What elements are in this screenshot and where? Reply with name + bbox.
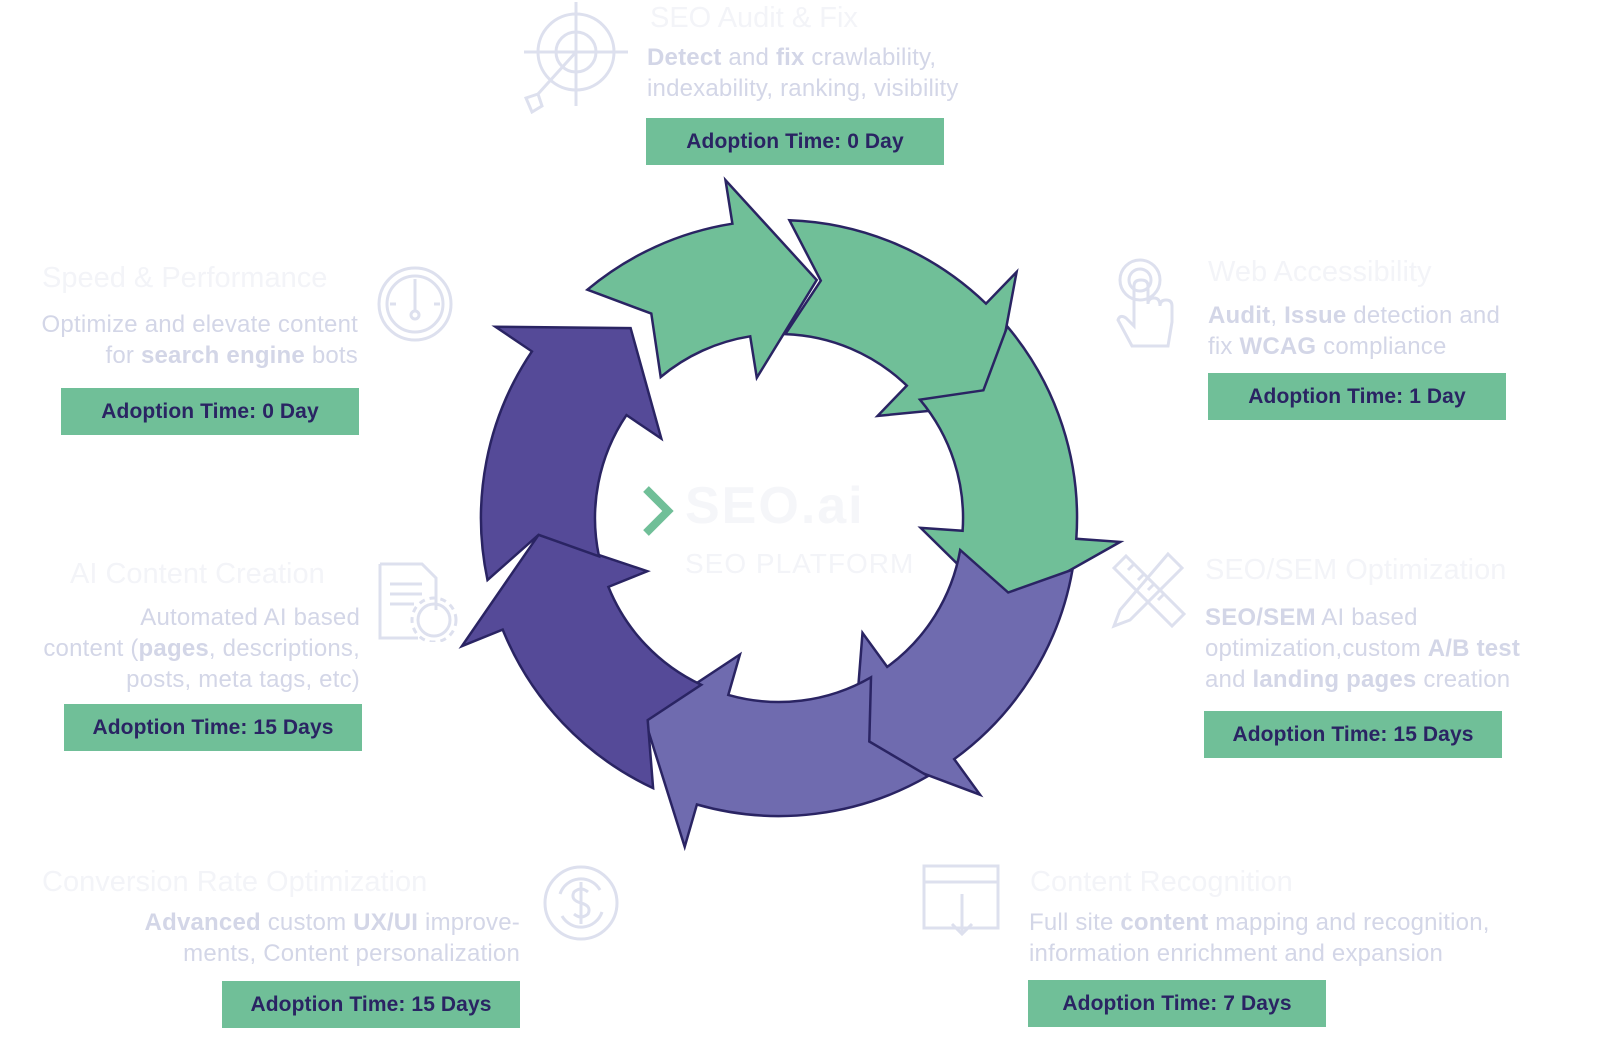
description-text: fix	[1208, 333, 1240, 360]
adoption-badge: Adoption Time: 15 Days	[222, 981, 520, 1028]
description-emphasis: landing pages	[1252, 666, 1417, 693]
description-text: , descriptions,	[208, 635, 360, 662]
description-emphasis: UX/UI	[353, 909, 419, 936]
description-line: optimization,custom A/B test	[1205, 633, 1597, 664]
cycle-arrow-7	[479, 325, 664, 583]
description-text: bots	[304, 342, 358, 369]
ai-document-icon	[378, 562, 458, 642]
ruler-pencil-icon	[1108, 550, 1188, 632]
center-logo: SEO.ai SEO PLATFORM	[630, 470, 960, 600]
description-text: custom	[260, 909, 354, 936]
description-text: for	[105, 342, 141, 369]
dollar-refresh-icon	[542, 864, 620, 942]
item-title: Content Recognition	[1030, 866, 1293, 898]
description-text: detection and	[1346, 302, 1501, 329]
chevron-right-icon	[643, 486, 674, 536]
item-title: Conversion Rate Optimization	[42, 866, 428, 898]
description-line: and landing pages creation	[1205, 664, 1597, 695]
item-title: Speed & Performance	[42, 262, 328, 294]
description-emphasis: SEO/SEM	[1205, 604, 1316, 631]
description-line: Detect and fix crawlability,	[647, 42, 1027, 73]
adoption-badge: Adoption Time: 1 Day	[1208, 373, 1506, 420]
description-text: improve-	[418, 909, 520, 936]
description-emphasis: content	[1120, 909, 1209, 936]
target-arrow-icon	[518, 2, 630, 114]
cycle-arrow-1	[584, 176, 819, 382]
item-description: Advanced custom UX/UI improve-ments, Con…	[20, 907, 520, 969]
description-line: posts, meta tags, etc)	[20, 664, 360, 695]
description-emphasis: Audit	[1208, 302, 1271, 329]
cycle-arrow-5	[642, 651, 931, 852]
logo-subtitle: SEO PLATFORM	[685, 548, 915, 579]
description-line: fix WCAG compliance	[1208, 331, 1598, 362]
touch-hand-icon	[1112, 256, 1178, 354]
adoption-badge: Adoption Time: 0 Day	[61, 388, 359, 435]
adoption-badge: Adoption Time: 0 Day	[646, 118, 944, 165]
description-emphasis: search engine	[140, 342, 305, 369]
description-text: Full site	[1029, 909, 1121, 936]
description-line: SEO/SEM AI based	[1205, 602, 1597, 633]
adoption-badge: Adoption Time: 15 Days	[1204, 711, 1502, 758]
description-emphasis: A/B test	[1427, 635, 1521, 662]
browser-download-icon	[922, 862, 1002, 940]
description-emphasis: WCAG	[1239, 333, 1317, 360]
description-text: crawlability,	[804, 44, 937, 71]
description-line: Automated AI based	[20, 602, 360, 633]
description-text: AI based	[1315, 604, 1418, 631]
description-text: creation	[1416, 666, 1511, 693]
logo-text: SEO.ai	[685, 477, 865, 535]
cycle-arrow-6	[458, 533, 704, 791]
description-text: content (	[43, 635, 139, 662]
description-line: Optimize and elevate content	[0, 309, 358, 340]
description-emphasis: Issue	[1284, 302, 1347, 329]
item-title: SEO Audit & Fix	[650, 2, 858, 34]
description-emphasis: pages	[138, 635, 209, 662]
description-line: Full site content mapping and recognitio…	[1029, 907, 1529, 938]
description-text: information enrichment and expansion	[1029, 940, 1444, 967]
description-emphasis: fix	[775, 44, 805, 71]
description-text: Optimize and elevate content	[41, 311, 358, 338]
item-description: Detect and fix crawlability,indexability…	[647, 42, 1027, 104]
description-text: mapping and recognition,	[1208, 909, 1490, 936]
description-text: Automated AI based	[140, 604, 360, 631]
description-text: and	[1205, 666, 1253, 693]
description-line: Advanced custom UX/UI improve-	[20, 907, 520, 938]
description-text: ,	[1270, 302, 1285, 329]
description-text: compliance	[1316, 333, 1447, 360]
description-line: for search engine bots	[0, 340, 358, 371]
description-line: Audit, Issue detection and	[1208, 300, 1598, 331]
description-text: posts, meta tags, etc)	[126, 666, 360, 693]
cycle-arrow-2	[783, 218, 1019, 418]
description-line: indexability, ranking, visibility	[647, 73, 1027, 104]
description-text: and	[721, 44, 776, 71]
item-description: Full site content mapping and recognitio…	[1029, 907, 1529, 969]
item-title: Web Accessibility	[1208, 256, 1432, 288]
adoption-badge: Adoption Time: 15 Days	[64, 704, 362, 751]
description-text: indexability, ranking, visibility	[647, 75, 959, 102]
item-title: SEO/SEM Optimization	[1205, 554, 1507, 586]
item-title: AI Content Creation	[70, 558, 325, 590]
description-emphasis: Detect	[647, 44, 722, 71]
adoption-badge: Adoption Time: 7 Days	[1028, 980, 1326, 1027]
description-line: ments, Content personalization	[20, 938, 520, 969]
description-line: information enrichment and expansion	[1029, 938, 1529, 969]
description-line: content (pages, descriptions,	[20, 633, 360, 664]
gauge-icon	[376, 265, 454, 343]
description-text: ments, Content personalization	[183, 940, 520, 967]
description-text: optimization,custom	[1205, 635, 1428, 662]
description-emphasis: Advanced	[144, 909, 261, 936]
